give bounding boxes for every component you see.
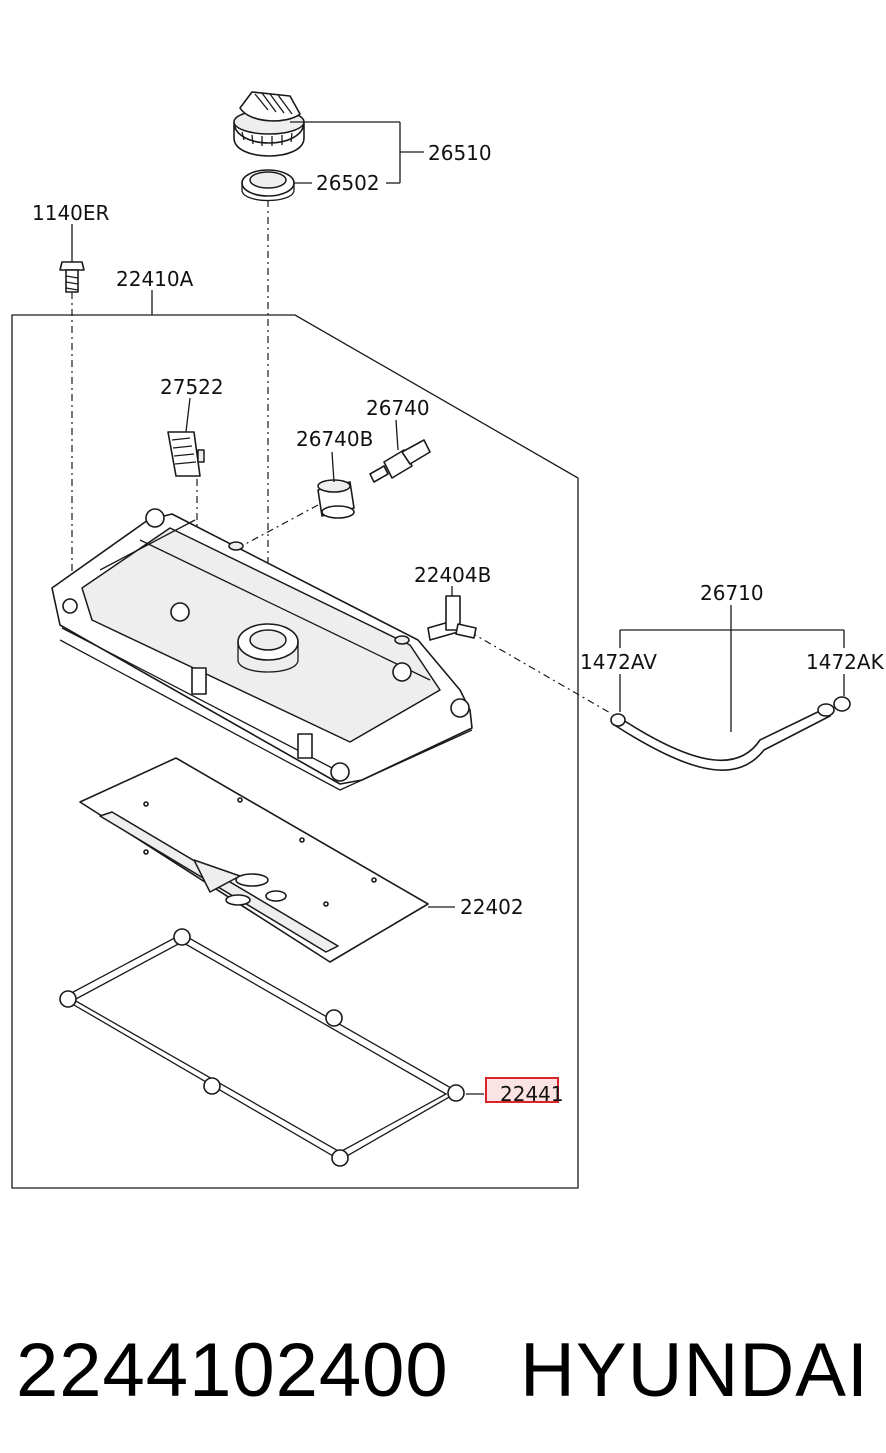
label-22404B: 22404B: [414, 563, 491, 587]
label-22441: 22441: [500, 1082, 564, 1106]
label-26740B: 26740B: [296, 427, 373, 451]
wire-clip-part: [167, 431, 205, 477]
label-26510: 26510: [428, 141, 492, 165]
pcv-valve-part: [369, 439, 431, 483]
label-26502: 26502: [316, 171, 380, 195]
label-26740: 26740: [366, 396, 430, 420]
filler-cap-part: [233, 91, 305, 157]
bolt-part: [59, 261, 85, 293]
rocker-cover-part: [51, 508, 473, 791]
label-27522: 27522: [160, 375, 224, 399]
brand-text: HYUNDAI: [520, 1328, 869, 1413]
part-number-text: 2244102400: [16, 1328, 449, 1413]
label-26710: 26710: [700, 581, 764, 605]
valve-grommet-part: [317, 479, 355, 519]
cap-gasket-part: [241, 169, 295, 202]
baffle-plate-part: [79, 757, 429, 963]
leader-lines: [71, 121, 845, 1095]
label-1140ER: 1140ER: [32, 201, 110, 225]
breather-hose-part: [610, 696, 851, 771]
label-22402: 22402: [460, 895, 524, 919]
breather-fitting-part: [427, 595, 477, 641]
label-22410A: 22410A: [116, 267, 194, 291]
rocker-cover-gasket-part: [59, 928, 465, 1167]
label-1472AV: 1472AV: [580, 650, 657, 674]
assembly-frame: [11, 314, 579, 1189]
label-1472AK: 1472AK: [806, 650, 885, 674]
highlight-box: [485, 1077, 559, 1103]
